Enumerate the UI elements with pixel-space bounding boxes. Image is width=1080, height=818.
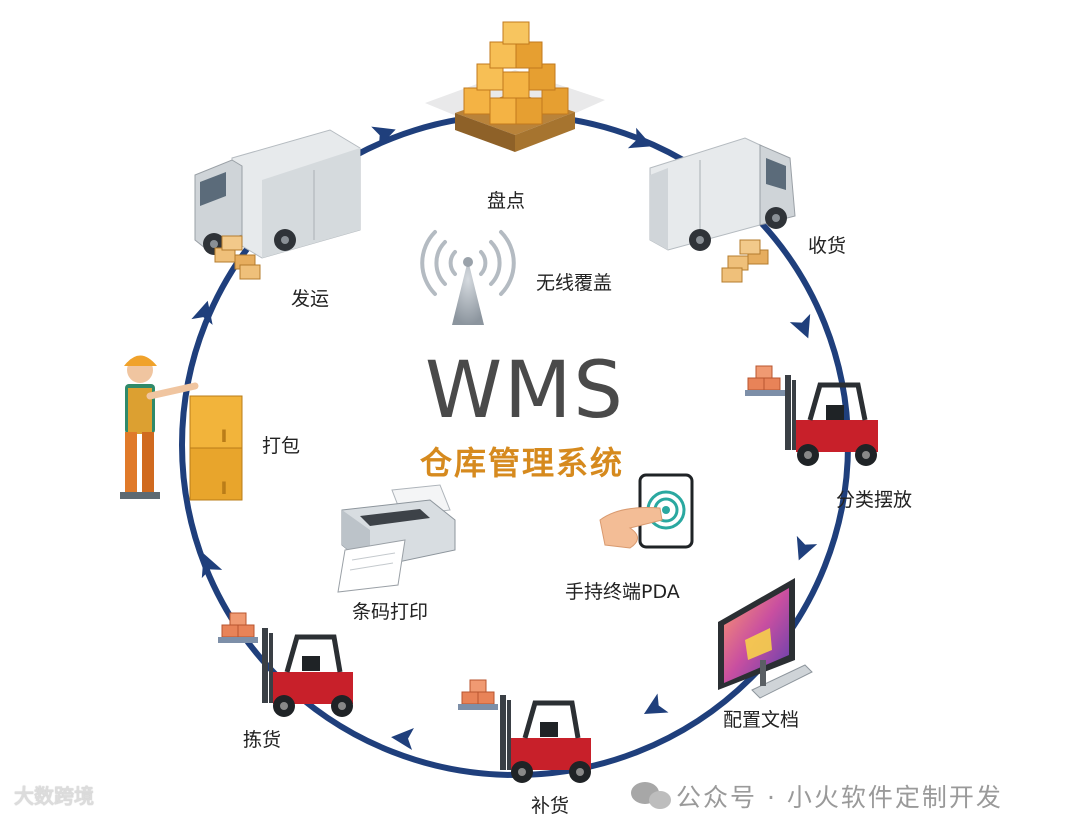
- step-picking-label: 拣货: [243, 725, 281, 752]
- svg-text:⫿: ⫿: [222, 429, 226, 443]
- forklift-icon: [745, 366, 878, 466]
- shipping-truck-icon: [195, 130, 360, 258]
- package-boxes-icon: ⫿ ⫿: [190, 396, 242, 500]
- wireless-antenna-icon: [422, 232, 514, 325]
- watermark-left: 大数跨境: [14, 780, 94, 809]
- step-inventory-label: 盘点: [487, 186, 525, 213]
- pda-label: 手持终端PDA: [565, 577, 680, 604]
- arrow-icon: [790, 314, 819, 343]
- forklift-icon: [458, 680, 591, 783]
- step-packing-label: 打包: [262, 431, 300, 458]
- wechat-icon: [631, 782, 671, 809]
- arrow-icon: [390, 726, 414, 750]
- step-receiving-label: 收货: [808, 231, 846, 258]
- step-replenish-label: 补货: [531, 791, 569, 818]
- forklift-icon: [218, 613, 353, 717]
- wireless-coverage-label: 无线覆盖: [536, 268, 612, 295]
- step-shipping-label: 发运: [291, 284, 329, 311]
- barcode-print-label: 条码打印: [352, 597, 428, 624]
- wms-subtitle: 仓库管理系统: [420, 438, 624, 484]
- svg-text:⫿: ⫿: [222, 481, 226, 495]
- arrow-icon: [789, 536, 818, 565]
- monitor-document-icon: [718, 578, 812, 698]
- wms-title: WMS: [425, 352, 625, 430]
- parcel-stack-icon: [722, 240, 768, 282]
- watermark-right: 公众号 · 小火软件定制开发: [676, 778, 1003, 814]
- pallet-boxes-icon: [425, 22, 605, 152]
- pda-terminal-icon: [600, 475, 692, 548]
- barcode-printer-icon: [338, 485, 455, 592]
- step-sorting-label: 分类摆放: [836, 485, 912, 512]
- step-config-label: 配置文档: [723, 705, 799, 732]
- arrow-icon: [638, 693, 668, 723]
